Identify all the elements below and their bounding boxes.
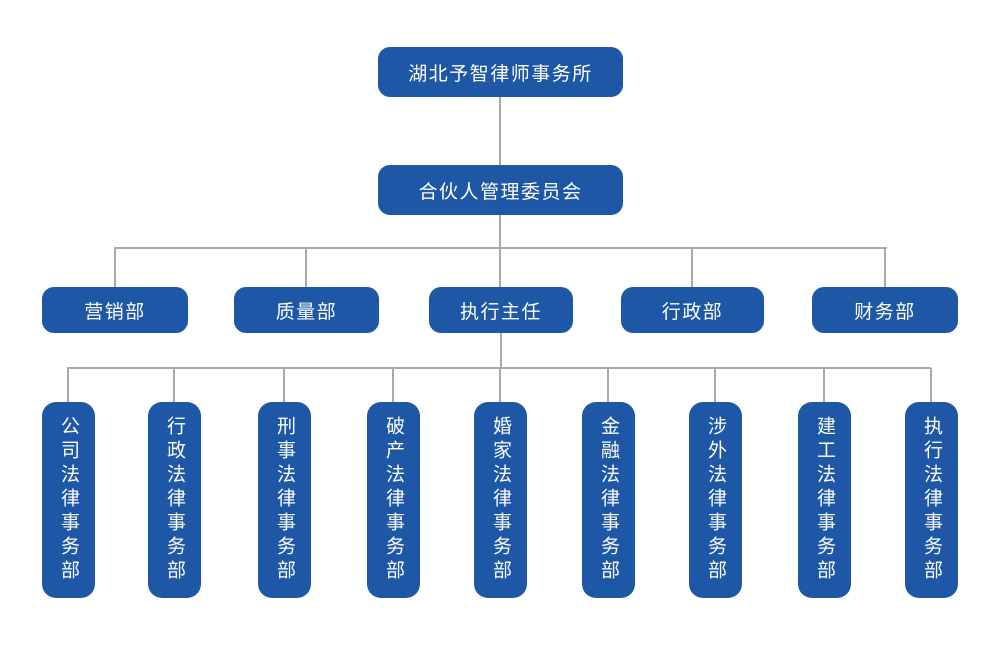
node-corporate-legal-dept: 公司法律事务部 — [42, 402, 95, 598]
node-foreign-legal-dept-label: 涉外法律事务部 — [705, 416, 726, 584]
node-marriage-family-legal-dept-label: 婚家法律事务部 — [490, 416, 511, 584]
node-marriage-family-legal-dept: 婚家法律事务部 — [474, 402, 527, 598]
connector-root-committee — [499, 97, 501, 165]
node-bankruptcy-legal-dept-label: 破产法律事务部 — [383, 416, 404, 584]
node-finance-dept-label: 财务部 — [854, 301, 916, 323]
node-bankruptcy-legal-dept: 破产法律事务部 — [367, 402, 420, 598]
connector-director-down — [500, 333, 502, 368]
node-marketing-dept: 营销部 — [42, 287, 188, 333]
node-construction-legal-dept-label: 建工法律事务部 — [814, 416, 835, 584]
connector-drop-corporate-legal — [67, 368, 69, 402]
node-enforcement-legal-dept: 执行法律事务部 — [905, 402, 958, 598]
connector-drop-criminal-legal — [283, 368, 285, 402]
node-criminal-legal-dept: 刑事法律事务部 — [258, 402, 311, 598]
node-administrative-legal-dept-label: 行政法律事务部 — [164, 416, 185, 584]
node-executive-director: 执行主任 — [429, 287, 573, 333]
node-enforcement-legal-dept-label: 执行法律事务部 — [921, 416, 942, 584]
node-quality-dept-label: 质量部 — [275, 301, 338, 323]
connector-drop-foreign-legal — [714, 368, 716, 402]
node-marketing-dept-label: 营销部 — [84, 301, 146, 323]
node-finance-legal-dept: 金融法律事务部 — [582, 402, 635, 598]
connector-committee-down — [499, 214, 501, 287]
connector-drop-bankruptcy-legal — [392, 368, 394, 402]
node-corporate-legal-dept-label: 公司法律事务部 — [58, 416, 79, 584]
connector-drop-finance-legal — [607, 368, 609, 402]
node-administrative-legal-dept: 行政法律事务部 — [148, 402, 201, 598]
node-quality-dept: 质量部 — [234, 287, 379, 333]
connector-drop-finance — [884, 248, 886, 287]
node-firm-root: 湖北予智律师事务所 — [378, 47, 623, 97]
connector-drop-quality — [305, 248, 307, 287]
connector-drop-administrative-legal — [173, 368, 175, 402]
node-finance-legal-dept-label: 金融法律事务部 — [598, 416, 619, 584]
node-admin-dept: 行政部 — [621, 287, 764, 333]
node-foreign-legal-dept: 涉外法律事务部 — [689, 402, 742, 598]
node-executive-director-label: 执行主任 — [459, 301, 542, 323]
connector-drop-construction-legal — [823, 368, 825, 402]
connector-drop-admin — [691, 248, 693, 287]
connector-drop-marriage-family-legal — [499, 368, 501, 402]
node-finance-dept: 财务部 — [812, 287, 958, 333]
node-admin-dept-label: 行政部 — [661, 301, 724, 323]
node-partner-committee-label: 合伙人管理委员会 — [418, 181, 583, 203]
node-partner-committee: 合伙人管理委员会 — [378, 165, 623, 215]
node-firm-root-label: 湖北予智律师事务所 — [408, 63, 593, 85]
connector-drop-marketing — [114, 248, 116, 287]
connector-drop-enforcement-legal — [930, 368, 932, 402]
connector-level3-bus — [114, 247, 887, 249]
node-construction-legal-dept: 建工法律事务部 — [798, 402, 851, 598]
node-criminal-legal-dept-label: 刑事法律事务部 — [274, 416, 295, 584]
